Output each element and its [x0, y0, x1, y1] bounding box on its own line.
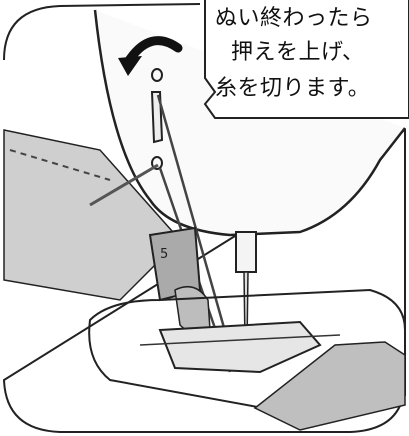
svg-text:5: 5 — [160, 247, 168, 262]
machine-bed — [88, 288, 406, 414]
instruction-callout: ぬい終わったら 押えを上げ、 糸を切ります。 — [205, 0, 409, 118]
needle-bar — [235, 231, 257, 273]
thread-guide-hole — [151, 68, 163, 82]
thread-line — [156, 94, 238, 371]
presser-foot-holder — [148, 226, 202, 302]
instruction-line-1: ぬい終わったら — [215, 6, 373, 31]
thread-guide-hole — [151, 156, 163, 170]
presser-foot — [158, 320, 322, 374]
fabric-left — [3, 129, 182, 301]
counterclockwise-arrow-icon — [123, 36, 183, 67]
instruction-line-2: 押えを上げ、 — [231, 40, 365, 65]
instruction-line-3: 糸を切ります。 — [215, 76, 371, 101]
thread-line — [89, 163, 159, 207]
callout-box — [203, 0, 409, 119]
arrow-head-icon — [118, 56, 142, 76]
machine-head — [93, 9, 406, 237]
needle-plate-edge — [139, 334, 341, 346]
fabric-right — [253, 341, 406, 431]
